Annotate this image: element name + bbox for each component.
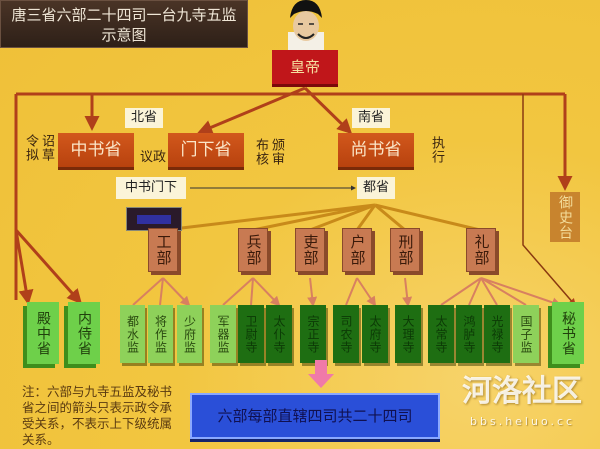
ministry-works: 工部 <box>148 228 178 272</box>
court-taipu: 太仆寺 <box>266 305 292 363</box>
zhongshu-menxia-box: 中书门下 <box>116 177 186 199</box>
title-line-1: 唐三省六部二十四司一台九寺五监 <box>11 6 237 24</box>
discuss-label: 议政 <box>140 150 167 165</box>
directorate-guozi: 国子监 <box>513 305 539 363</box>
ministry-revenue: 户部 <box>342 228 372 272</box>
ministry-justice: 刑部 <box>390 228 420 272</box>
directorate-dushui: 都水监 <box>120 305 145 363</box>
directorate-shaofu: 少府监 <box>177 305 202 363</box>
directorate-junqi: 军器监 <box>210 305 236 363</box>
title-line-2: 示意图 <box>101 26 147 44</box>
shangshu-province: 尚书省 <box>338 133 414 167</box>
court-sinong: 司农寺 <box>333 305 359 363</box>
directorate-jiangzuo: 将作监 <box>148 305 173 363</box>
censorate-box: 御史台 <box>550 192 580 242</box>
draft-label: 诏草令拟 <box>23 134 54 162</box>
court-guanglu: 光禄寺 <box>484 305 510 363</box>
emperor-box: 皇帝 <box>272 50 338 84</box>
down-arrow-icon <box>308 360 334 388</box>
court-zongzheng: 宗正寺 <box>300 305 326 363</box>
blurred-label-box <box>126 207 182 231</box>
summary-box: 六部每部直辖四司共二十四司 <box>190 393 440 439</box>
review-label: 颁审布核 <box>253 138 284 166</box>
palace-dianzhong: 殿中省 <box>27 302 59 364</box>
emperor-portrait <box>288 0 324 52</box>
ministry-personnel: 吏部 <box>295 228 325 272</box>
court-taichang: 太常寺 <box>428 305 454 363</box>
court-dali: 大理寺 <box>395 305 421 363</box>
ministry-rites: 礼部 <box>466 228 496 272</box>
execute-label: 执行 <box>429 136 444 164</box>
dusheng-box: 都省 <box>357 177 395 199</box>
court-honglu: 鸿胪寺 <box>456 305 482 363</box>
menxia-province: 门下省 <box>168 133 244 167</box>
zhongshu-province: 中书省 <box>58 133 134 167</box>
south-province-label: 南省 <box>352 108 390 128</box>
footnote: 注：六部与九寺五监及秘书省之间的箭头只表示政令承受关系，不表示上下级统属关系。 <box>22 384 173 447</box>
ministry-war: 兵部 <box>238 228 268 272</box>
diagram-title: 唐三省六部二十四司一台九寺五监 示意图 <box>0 0 248 48</box>
north-province-label: 北省 <box>125 108 163 128</box>
watermark-logo: 河洛社区 <box>462 374 582 409</box>
palace-neishi: 内侍省 <box>68 302 100 364</box>
mishu-province: 秘书省 <box>552 302 584 364</box>
court-weiwei: 卫尉寺 <box>238 305 264 363</box>
court-taifu: 太府寺 <box>362 305 388 363</box>
watermark-url: bbs.heluo.cc <box>470 415 576 428</box>
